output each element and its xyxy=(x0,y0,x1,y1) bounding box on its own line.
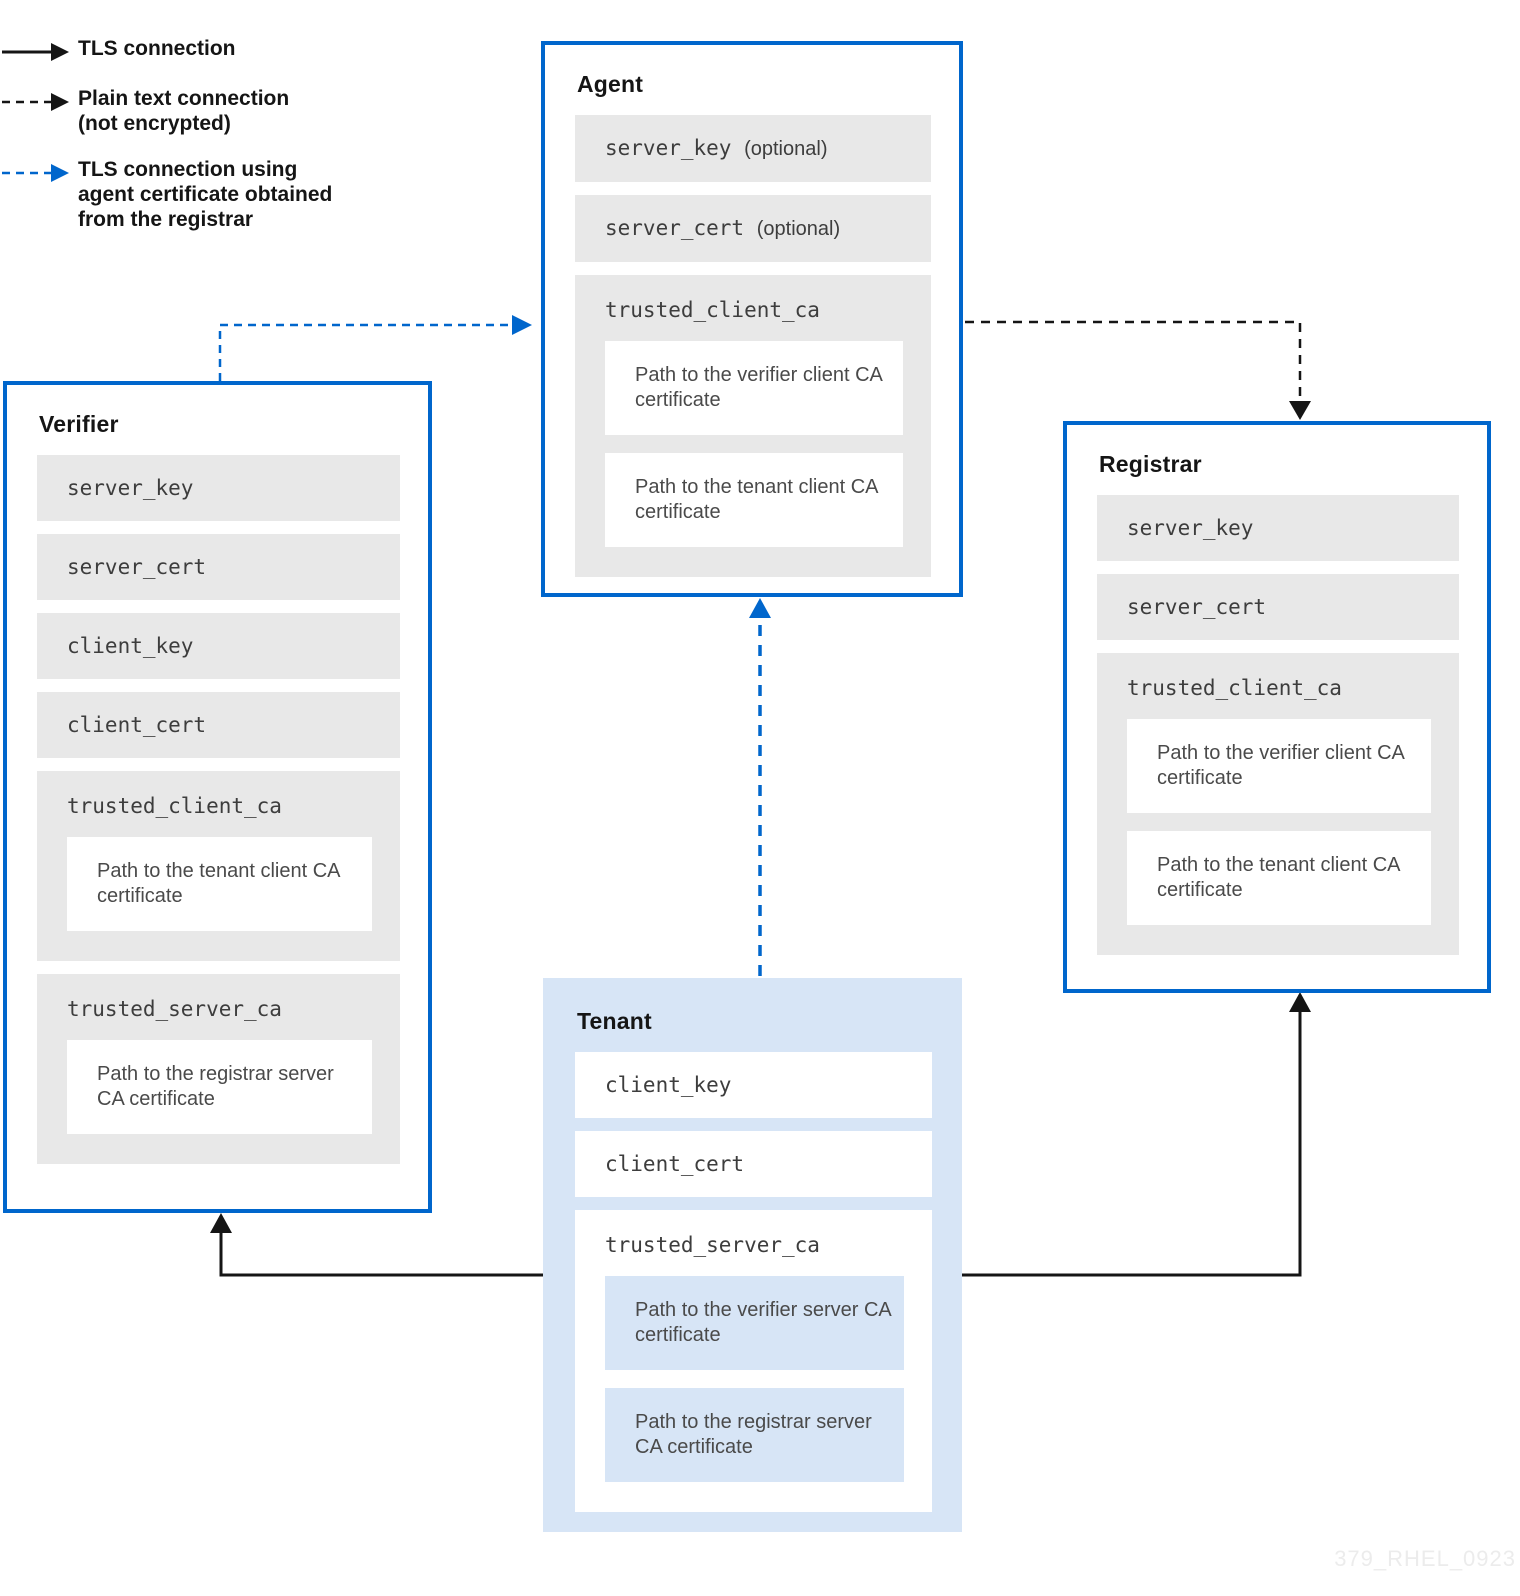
config-key: server_key xyxy=(605,136,732,160)
ca-path-box: Path to the registrar server CA certific… xyxy=(605,1388,904,1482)
legend-item-plain-text-connection: Plain text connection (not encrypted) xyxy=(2,86,402,136)
config-row-server-cert: server_cert xyxy=(37,534,400,600)
config-key: trusted_client_ca xyxy=(67,794,282,818)
verifier-title: Verifier xyxy=(39,411,119,437)
config-key: trusted_client_ca xyxy=(1127,676,1342,700)
arrow-verifier-to-agent xyxy=(218,315,532,381)
ca-path-box: Path to the verifier server CA certifica… xyxy=(605,1276,904,1370)
box-verifier: Verifier server_key server_cert client_k… xyxy=(3,381,432,1213)
solid-arrow-icon xyxy=(2,43,69,61)
config-row-server-cert: server_cert (optional) xyxy=(575,195,931,262)
legend-item-tls-agent-certificate: TLS connection using agent certificate o… xyxy=(2,157,402,232)
config-key: server_cert xyxy=(1127,595,1267,619)
config-row-trusted-server-ca: trusted_server_ca Path to the verifier s… xyxy=(575,1210,932,1512)
arrow-tenant-to-agent xyxy=(749,598,771,976)
legend-line: TLS connection using xyxy=(78,158,298,181)
dashed-blue-arrow-icon xyxy=(2,164,69,182)
ca-path-box: Path to the tenant client CA certificate xyxy=(1127,831,1431,925)
arrow-agent-to-registrar xyxy=(965,320,1311,420)
config-key: trusted_server_ca xyxy=(67,997,282,1021)
config-row-trusted-server-ca: trusted_server_ca Path to the registrar … xyxy=(37,974,400,1164)
config-note: (optional) xyxy=(756,218,841,240)
agent-title: Agent xyxy=(577,71,644,97)
dashed-black-arrow-icon xyxy=(2,93,69,111)
legend-line: (not encrypted) xyxy=(78,112,231,135)
arrow-tenant-to-registrar xyxy=(961,992,1311,1277)
config-row-client-cert: client_cert xyxy=(575,1131,932,1197)
config-key: trusted_client_ca xyxy=(605,298,820,322)
config-row-server-key: server_key xyxy=(37,455,400,521)
ca-path-box: Path to the verifier client CA certifica… xyxy=(605,341,903,435)
config-key: client_key xyxy=(67,634,194,658)
config-row-trusted-client-ca: trusted_client_ca Path to the verifier c… xyxy=(575,275,931,577)
config-key: trusted_server_ca xyxy=(605,1233,820,1257)
watermark-label: 379_RHEL_0923 xyxy=(1334,1546,1516,1571)
registrar-title: Registrar xyxy=(1099,451,1202,477)
ca-path-box: Path to the tenant client CA certificate xyxy=(605,453,903,547)
legend-line: from the registrar xyxy=(78,208,254,231)
box-tenant: Tenant client_key client_cert trusted_se… xyxy=(543,978,962,1532)
config-key: server_cert xyxy=(605,216,745,240)
config-key: server_key xyxy=(67,476,194,500)
legend: TLS connection Plain text connection (no… xyxy=(2,36,402,253)
legend-label: Plain text connection (not encrypted) xyxy=(78,86,289,136)
ca-path-box: Path to the tenant client CA certificate xyxy=(67,837,372,931)
config-row-trusted-client-ca: trusted_client_ca Path to the verifier c… xyxy=(1097,653,1459,955)
box-agent: Agent server_key (optional) server_cert … xyxy=(541,41,963,597)
config-key: client_key xyxy=(605,1073,732,1097)
tenant-title: Tenant xyxy=(577,1008,652,1034)
config-key: server_cert xyxy=(67,555,207,579)
config-row-client-key: client_key xyxy=(37,613,400,679)
config-row-client-key: client_key xyxy=(575,1052,932,1118)
config-key: client_cert xyxy=(67,713,207,737)
box-registrar: Registrar server_key server_cert trusted… xyxy=(1063,421,1491,993)
config-row-server-key: server_key xyxy=(1097,495,1459,561)
config-row-server-key: server_key (optional) xyxy=(575,115,931,182)
legend-line: TLS connection xyxy=(78,37,236,60)
ca-path-box: Path to the registrar server CA certific… xyxy=(67,1040,372,1134)
config-note: (optional) xyxy=(744,138,828,160)
legend-line: Plain text connection xyxy=(78,87,290,110)
config-row-server-cert: server_cert xyxy=(1097,574,1459,640)
ca-path-box: Path to the verifier client CA certifica… xyxy=(1127,719,1431,813)
config-key: client_cert xyxy=(605,1152,745,1176)
legend-label: TLS connection xyxy=(78,36,236,61)
legend-label: TLS connection using agent certificate o… xyxy=(78,157,332,232)
legend-item-tls-connection: TLS connection xyxy=(2,36,402,65)
legend-line: agent certificate obtained xyxy=(78,183,333,206)
config-key: server_key xyxy=(1127,516,1254,540)
config-row-trusted-client-ca: trusted_client_ca Path to the tenant cli… xyxy=(37,771,400,961)
config-row-client-cert: client_cert xyxy=(37,692,400,758)
arrow-tenant-to-verifier xyxy=(210,1213,543,1277)
